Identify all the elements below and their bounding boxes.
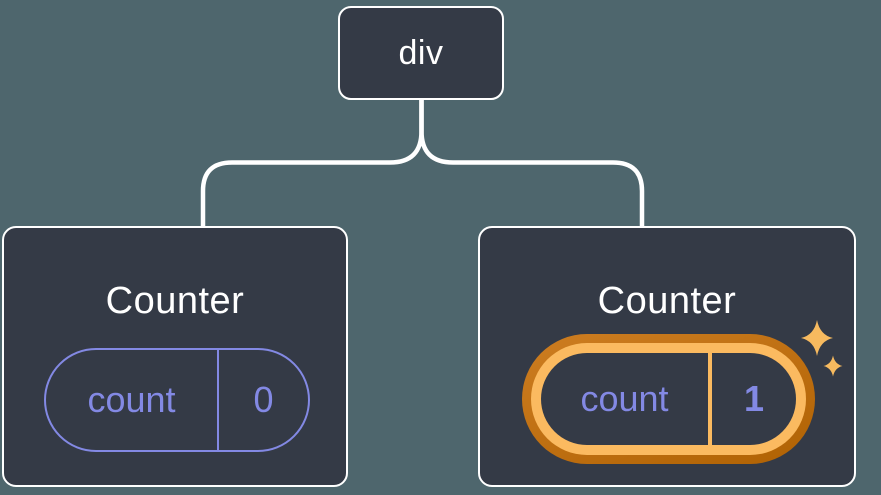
- state-value-label: 0: [253, 379, 274, 420]
- tree-node-counter-left: Counter count 0: [2, 226, 348, 487]
- counter-title: Counter: [597, 280, 737, 322]
- state-pill-count-0: count 0: [44, 348, 310, 452]
- state-key-label: count: [87, 379, 176, 420]
- state-value-label: 1: [743, 378, 765, 419]
- tree-node-div-label: div: [398, 33, 444, 72]
- state-pill-divider: [217, 350, 219, 450]
- sparkle-icon: [823, 355, 843, 377]
- connector-right-branch: [419, 100, 645, 226]
- state-pill-divider: [708, 353, 712, 445]
- sparkle-icon: [801, 320, 833, 356]
- counter-title: Counter: [105, 280, 245, 322]
- tree-node-div: div: [338, 6, 504, 100]
- tree-node-counter-right: Counter count 1: [478, 226, 856, 487]
- connector-left-branch: [200, 100, 424, 226]
- state-key-label: count: [580, 378, 669, 419]
- state-pill-highlight-inner-ring: count 1: [531, 343, 806, 455]
- state-pill-highlight-ring: count 1: [522, 334, 815, 464]
- state-pill-count-1: count 1: [541, 353, 796, 445]
